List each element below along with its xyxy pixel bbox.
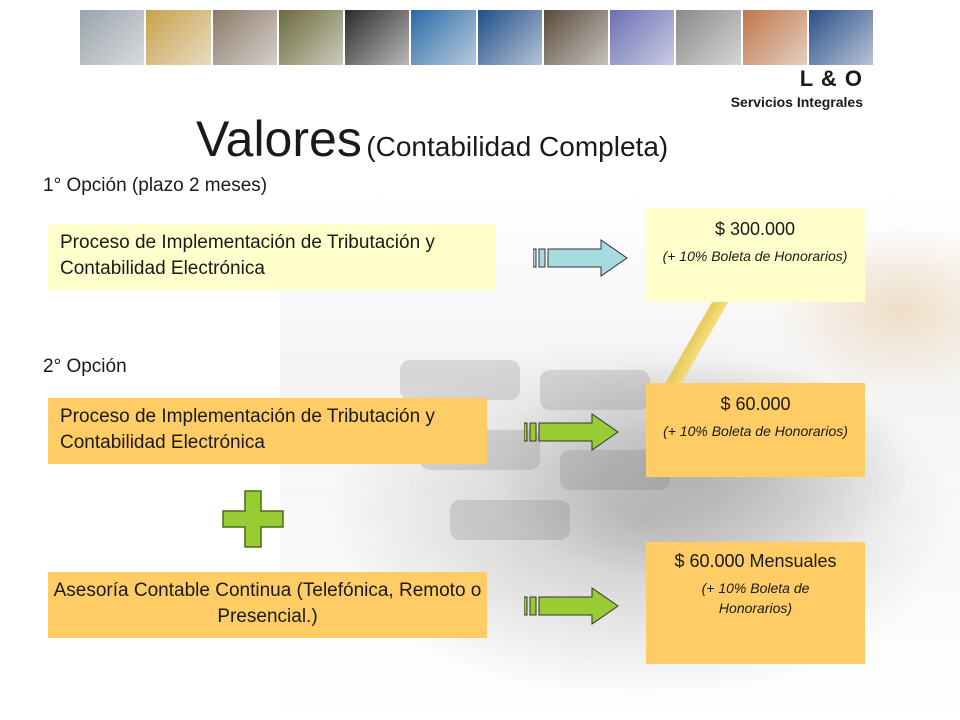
addon-arrow-icon: [524, 587, 619, 625]
option1-note: (+ 10% Boleta de Honorarios): [662, 248, 848, 264]
gavel-photo: [543, 10, 608, 65]
option2-label: 2° Opción: [43, 356, 127, 377]
option2-arrow-icon: [524, 413, 619, 451]
blue-abstract-photo: [411, 10, 476, 65]
blueprint-photo: [80, 10, 145, 65]
option1-service-text: Proceso de Implementación de Tributación…: [60, 232, 435, 279]
plus-icon: [222, 490, 284, 548]
option2-price: $ 60.000: [720, 394, 791, 414]
addon-note: (+ 10% Boleta de Honorarios): [701, 580, 810, 616]
addon-price-box: $ 60.000 Mensuales (+ 10% Boleta de Hono…: [646, 542, 865, 664]
option2-service-text: Proceso de Implementación de Tributación…: [60, 406, 435, 453]
addon-price: $ 60.000 Mensuales: [674, 551, 837, 571]
option1-label: 1° Opción (plazo 2 meses): [43, 175, 268, 196]
page-title: Valores (Contabilidad Completa): [196, 110, 668, 168]
calculator-photo: [676, 10, 741, 65]
figures-row-photo: [742, 10, 807, 65]
option2-service-box: Proceso de Implementación de Tributación…: [48, 398, 487, 464]
title-subtitle: (Contabilidad Completa): [366, 131, 669, 162]
brand-subtitle: Servicios Integrales: [730, 94, 863, 110]
brand-block: L & O Servicios Integrales: [731, 66, 863, 110]
title-main: Valores: [196, 111, 362, 167]
addon-service-box: Asesoría Contable Continua (Telefónica, …: [48, 572, 487, 638]
handshake-photo: [808, 10, 873, 65]
option1-price-box: $ 300.000 (+ 10% Boleta de Honorarios): [645, 208, 865, 302]
drafting-photo: [146, 10, 211, 65]
option1-price: $ 300.000: [714, 219, 796, 239]
option2-note: (+ 10% Boleta de Honorarios): [663, 423, 848, 439]
blue-swirl-photo: [477, 10, 542, 65]
hardhat-photo: [278, 10, 343, 65]
psi-symbol-photo: [610, 10, 675, 65]
header-photo-strip: [80, 10, 873, 65]
people-silhouettes-photo: [345, 10, 410, 65]
brand-name: L & O: [799, 66, 863, 91]
documents-photo: [212, 10, 277, 65]
option2-price-box: $ 60.000 (+ 10% Boleta de Honorarios): [646, 383, 865, 477]
option1-service-box: Proceso de Implementación de Tributación…: [48, 224, 495, 290]
option1-arrow-icon: [533, 239, 628, 277]
addon-service-text: Asesoría Contable Continua (Telefónica, …: [53, 580, 482, 627]
